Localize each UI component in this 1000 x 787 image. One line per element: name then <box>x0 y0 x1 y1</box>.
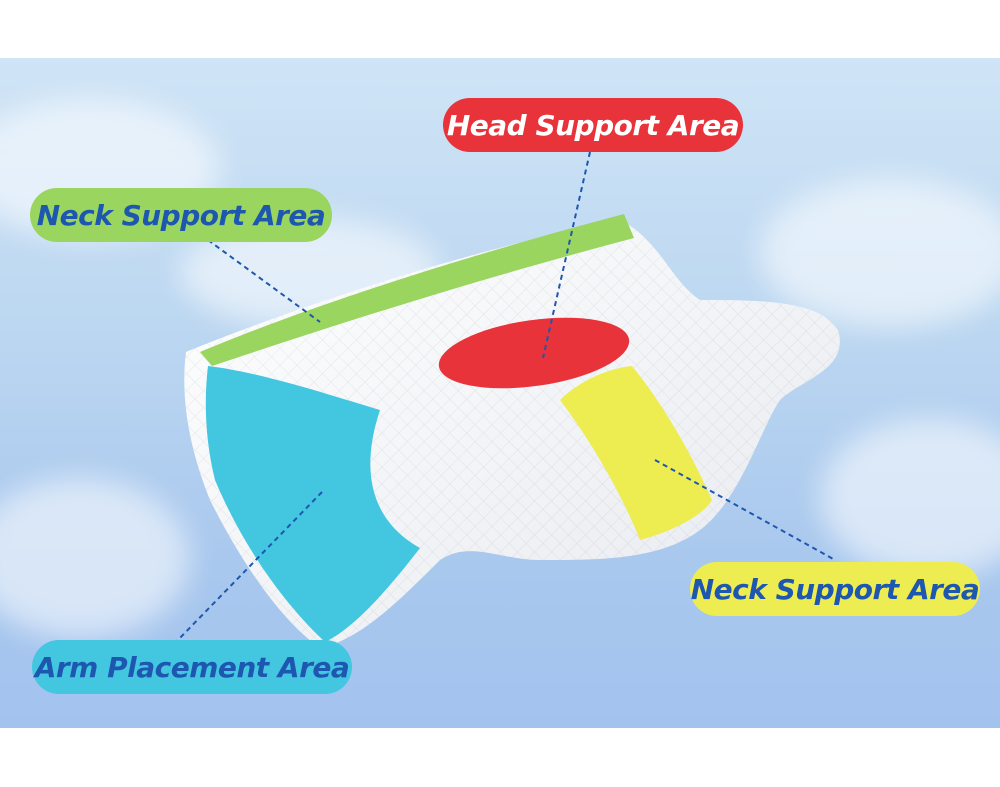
neck-zone-green <box>200 214 634 366</box>
leader-line-neck-right <box>654 459 836 561</box>
cloud <box>760 178 1000 328</box>
leader-line-arm <box>175 491 323 643</box>
cloud <box>0 478 190 638</box>
neck-support-label-left: Neck Support Area <box>30 188 332 242</box>
cloud <box>820 418 1000 578</box>
neck-zone-yellow <box>560 366 712 540</box>
sky-background <box>0 58 1000 728</box>
arm-zone <box>205 366 420 642</box>
head-support-label: Head Support Area <box>443 98 743 152</box>
neck-support-label-right: Neck Support Area <box>690 562 980 616</box>
head-zone <box>438 317 630 389</box>
leader-line-neck-left <box>207 239 321 323</box>
arm-placement-label: Arm Placement Area <box>32 640 352 694</box>
